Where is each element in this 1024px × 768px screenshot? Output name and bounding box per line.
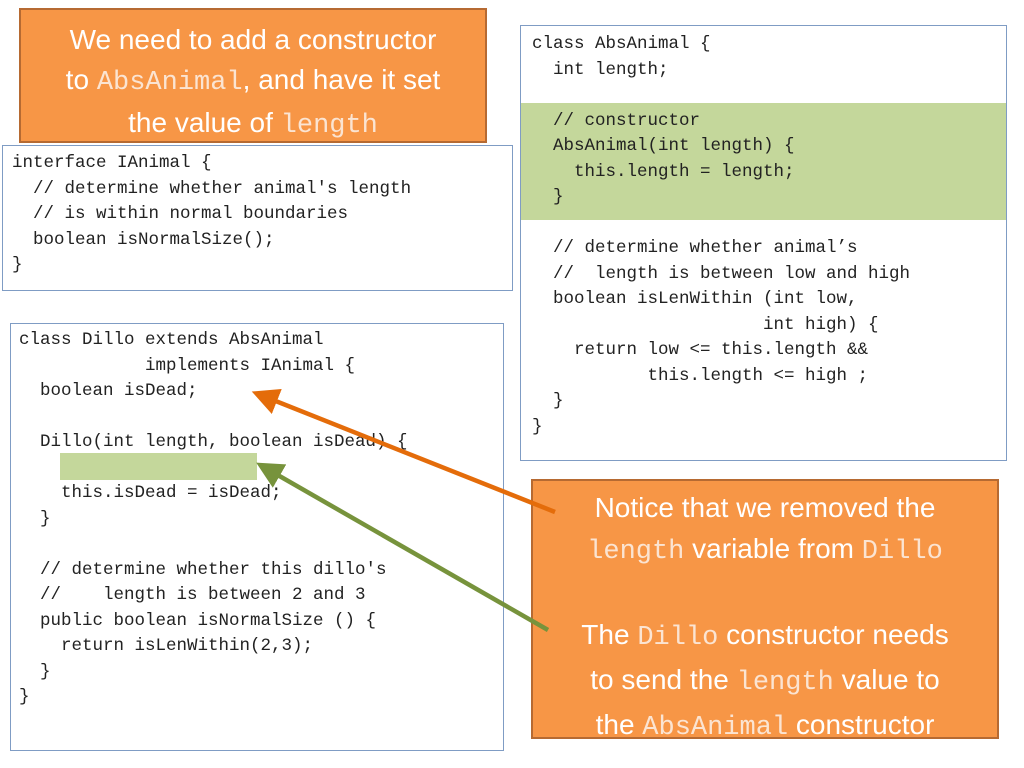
interface-code: interface IAnimal { // determine whether…	[12, 153, 412, 275]
absanimal-code: class AbsAnimal { int length; // constru…	[532, 34, 911, 437]
title-line-3-prefix: the value of	[128, 107, 281, 138]
interface-code-box: interface IAnimal { // determine whether…	[2, 145, 513, 291]
note-2-mid-4: the	[595, 709, 643, 740]
dillo-code-box: class Dillo extends AbsAnimal implements…	[10, 323, 504, 751]
note-2-suffix: constructor	[788, 709, 935, 740]
title-line-3: the value of length	[21, 103, 485, 146]
constructor-highlight	[521, 103, 1006, 220]
super-call-highlight	[60, 453, 257, 480]
title-line-1: We need to add a constructor	[69, 24, 437, 55]
note-2-line-1: The Dillo constructor needs	[533, 614, 997, 659]
title-code-length: length	[280, 111, 378, 141]
note-2-prefix: The	[581, 619, 638, 650]
absanimal-code-box: class AbsAnimal { int length; // constru…	[520, 25, 1007, 461]
note-code-dillo: Dillo	[861, 537, 943, 567]
note-2-code-length: length	[736, 668, 834, 698]
notes-callout: Notice that we removed the length variab…	[531, 479, 999, 743]
note-1-mid: variable from	[684, 533, 862, 564]
title-line-2-prefix: to	[65, 64, 97, 95]
note-2-line-3: the AbsAnimal constructor	[533, 704, 997, 749]
note-2-mid-3: value to	[833, 664, 940, 695]
note-2-line-2: to send the length value to	[533, 659, 997, 704]
note-1-line-2: length variable from Dillo	[533, 528, 997, 573]
dillo-code: class Dillo extends AbsAnimal implements…	[19, 330, 408, 707]
note-2-mid-1: constructor needs	[718, 619, 949, 650]
note-1-line-1: Notice that we removed the	[594, 492, 936, 523]
title-line-2: to AbsAnimal, and have it set	[21, 60, 485, 103]
note-2-mid-2: to send the	[590, 664, 737, 695]
title-code-absanimal: AbsAnimal	[96, 68, 243, 98]
title-callout: We need to add a constructor to AbsAnima…	[19, 8, 487, 143]
note-2-code-absanimal: AbsAnimal	[642, 713, 789, 743]
note-code-length: length	[587, 537, 685, 567]
title-line-2-suffix: , and have it set	[242, 64, 441, 95]
note-2-code-dillo: Dillo	[637, 623, 719, 653]
